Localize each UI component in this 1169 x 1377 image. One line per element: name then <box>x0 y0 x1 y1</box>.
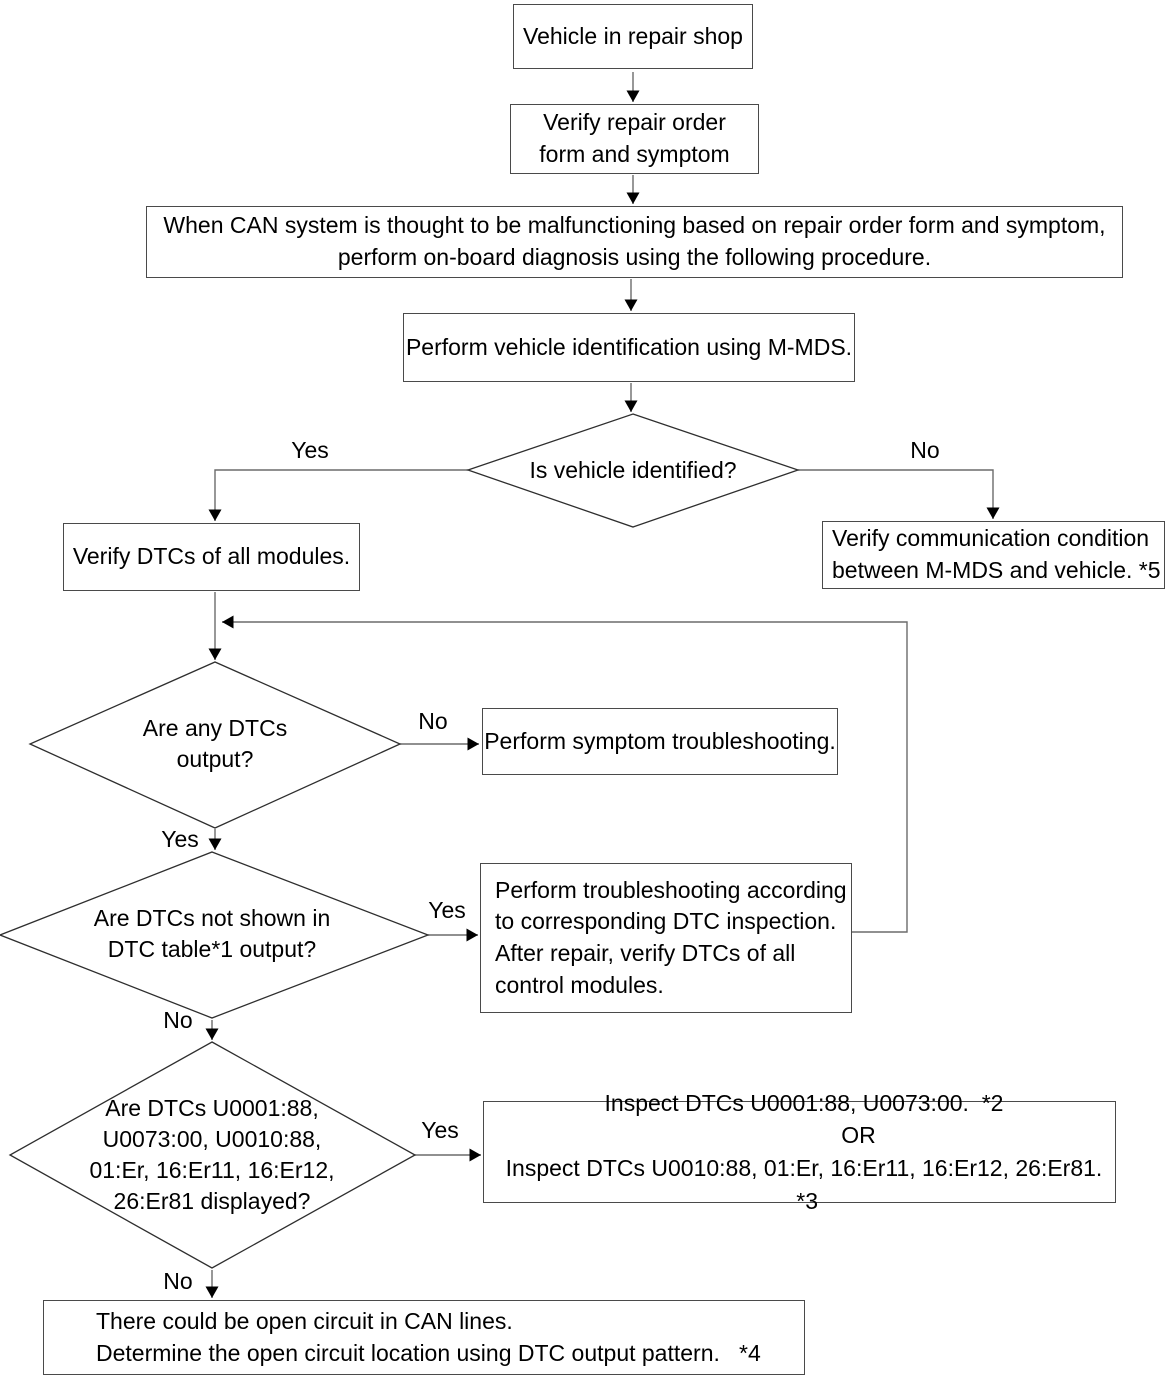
node-verify-dtcs: Verify DTCs of all modules. <box>63 523 360 591</box>
edge-decision1-yes <box>208 469 468 521</box>
edge-decision1-no <box>798 469 1000 519</box>
node-verify-repair-order: Verify repair order form and symptom <box>510 104 759 174</box>
node-open-circuit: There could be open circuit in CAN lines… <box>43 1300 805 1375</box>
decision-any-dtcs-output-shape <box>28 661 402 829</box>
edge-feedback-loop <box>222 615 908 933</box>
decision-is-vehicle-identified-shape <box>465 413 801 528</box>
decision-dtc-not-in-table-label: Are DTCs not shown in DTC table*1 output… <box>93 905 331 963</box>
decision-any-dtcs-output-label: Are any DTCs output? <box>142 715 288 773</box>
decision-dtc-displayed-label: Are DTCs U0001:88, U0073:00, U0010:88, 0… <box>89 1095 335 1215</box>
label-yes-decision2: Yes <box>161 826 199 852</box>
label-no-decision4: No <box>163 1268 193 1294</box>
node-inspect-dtcs: Inspect DTCs U0001:88, U0073:00. *2 OR I… <box>483 1090 1116 1214</box>
node-dtc-troubleshooting: Perform troubleshooting according to cor… <box>480 863 852 1013</box>
label-no-decision2: No <box>418 708 448 734</box>
node-vehicle-in-repair-shop: Vehicle in repair shop <box>513 4 753 69</box>
label-yes-decision4: Yes <box>421 1117 459 1143</box>
label-no-decision3: No <box>163 1007 193 1033</box>
inspect-dtcs-or: OR <box>841 1122 876 1149</box>
node-verify-communication: Verify communication condition between M… <box>822 521 1165 589</box>
decision-dtc-not-in-table-shape <box>0 851 430 1019</box>
node-symptom-troubleshooting: Perform symptom troubleshooting. <box>482 708 838 775</box>
inspect-dtcs-line-2: Inspect DTCs U0010:88, 01:Er, 16:Er11, 1… <box>505 1155 1103 1214</box>
decision-is-vehicle-identified-label: Is vehicle identified? <box>529 457 737 483</box>
label-no-decision1: No <box>910 437 940 463</box>
node-vehicle-identification: Perform vehicle identification using M-M… <box>403 313 855 382</box>
node-can-malfunction-note: When CAN system is thought to be malfunc… <box>146 206 1123 278</box>
label-yes-decision1: Yes <box>291 437 329 463</box>
decision-dtc-displayed-shape <box>8 1041 417 1269</box>
inspect-dtcs-line-1: Inspect DTCs U0001:88, U0073:00. *2 <box>604 1089 1004 1116</box>
label-yes-decision3: Yes <box>428 897 466 923</box>
